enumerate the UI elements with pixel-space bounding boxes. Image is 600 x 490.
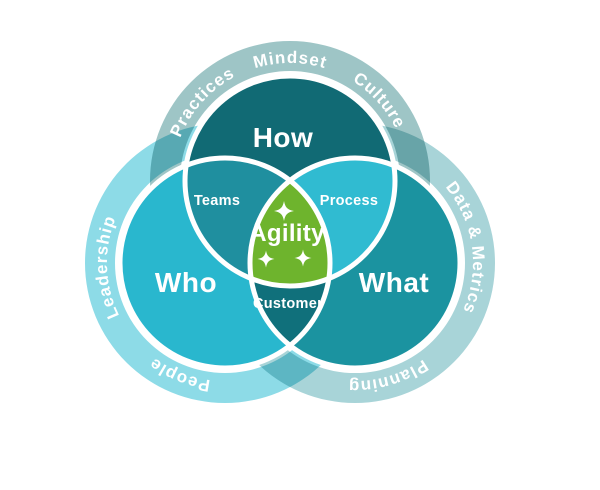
customer-label: Customer — [253, 296, 323, 312]
sparkle-icon — [294, 249, 312, 267]
sparkle-icon — [257, 250, 275, 268]
how-label: How — [253, 122, 314, 153]
agility-label: Agility — [249, 220, 325, 247]
who-label: Who — [155, 267, 217, 298]
process-label: Process — [320, 193, 379, 209]
center-sparkles — [257, 201, 312, 268]
circle-outlines — [117, 73, 463, 371]
who-outline — [117, 155, 333, 371]
what-outline — [247, 155, 463, 371]
circle-labels: How Who What Agility Teams Process Custo… — [155, 122, 429, 312]
what-label: What — [359, 267, 429, 298]
teams-label: Teams — [194, 193, 240, 209]
how-outline — [182, 73, 398, 289]
sparkle-icon — [274, 201, 294, 221]
